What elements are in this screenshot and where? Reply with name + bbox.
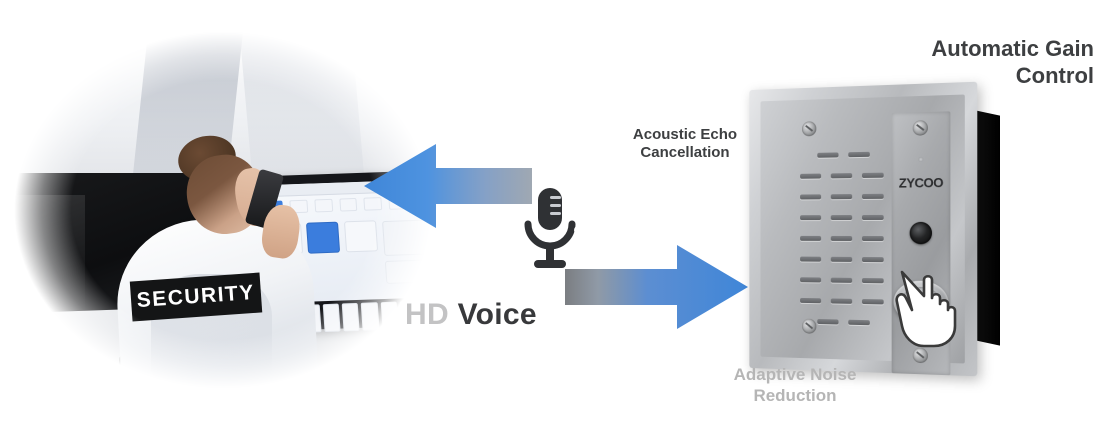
arrow-left-icon [364, 144, 532, 228]
status-led-icon [918, 156, 924, 163]
arrow-right-icon [565, 245, 748, 329]
sip-intercom-device: ZYCOO CALL [742, 81, 1004, 377]
screw-top-left-icon [801, 121, 817, 137]
screw-strip-bottom-icon [912, 347, 928, 364]
label-automatic-gain-control: Automatic Gain Control [931, 36, 1094, 88]
security-badge-text: SECURITY [136, 280, 256, 312]
operator-photo: SECURITY [8, 26, 438, 394]
label-hd-voice: HD Voice [405, 297, 537, 334]
screw-strip-top-icon [912, 120, 928, 136]
security-operator: SECURITY [111, 130, 335, 394]
label-hd-voice-main: Voice [457, 298, 537, 331]
label-hd-voice-prefix: HD [405, 298, 449, 331]
app-side-panel-lower [384, 259, 438, 285]
pointing-hand-cursor-icon [895, 270, 957, 348]
camera-lens-icon [909, 221, 932, 245]
key [342, 302, 361, 332]
brand-logo: ZYCOO [898, 174, 944, 191]
key [361, 302, 380, 331]
sound-wave-icon [574, 188, 611, 240]
toolbar-icon [339, 197, 358, 213]
background-monitor-glare [16, 195, 86, 321]
microphone-icon [524, 188, 576, 268]
key [380, 301, 399, 330]
label-adaptive-noise-reduction: Adaptive Noise Reduction [733, 365, 857, 405]
speaker-grille [796, 151, 903, 328]
label-acoustic-echo-cancellation: Acoustic Echo Cancellation [632, 126, 738, 162]
